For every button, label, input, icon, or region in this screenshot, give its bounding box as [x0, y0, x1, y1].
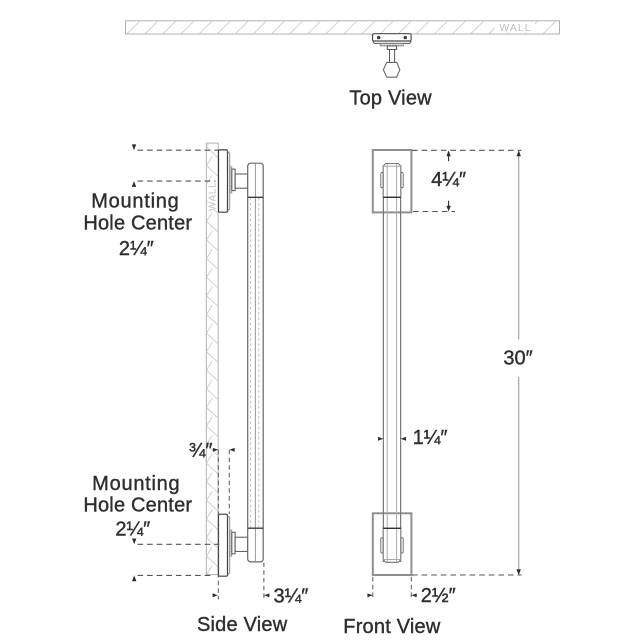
svg-text:2¼″: 2¼″ [115, 518, 150, 540]
svg-text:Mounting: Mounting [92, 473, 180, 495]
svg-text:30″: 30″ [503, 347, 532, 369]
svg-text:2¼″: 2¼″ [119, 238, 154, 260]
svg-text:Hole Center: Hole Center [83, 213, 192, 235]
svg-text:Side View: Side View [197, 614, 288, 636]
svg-text:WALL: WALL [499, 22, 531, 34]
svg-text:¾″: ¾″ [189, 440, 213, 462]
svg-text:Top View: Top View [349, 88, 432, 110]
svg-text:2½″: 2½″ [421, 585, 456, 607]
svg-text:1¼″: 1¼″ [413, 427, 448, 449]
svg-text:WALL: WALL [207, 182, 218, 211]
svg-text:4¼″: 4¼″ [431, 169, 466, 191]
svg-text:Front View: Front View [343, 616, 441, 638]
svg-text:3¼″: 3¼″ [274, 585, 309, 607]
svg-text:Hole Center: Hole Center [83, 494, 192, 516]
svg-text:Mounting: Mounting [91, 191, 179, 213]
